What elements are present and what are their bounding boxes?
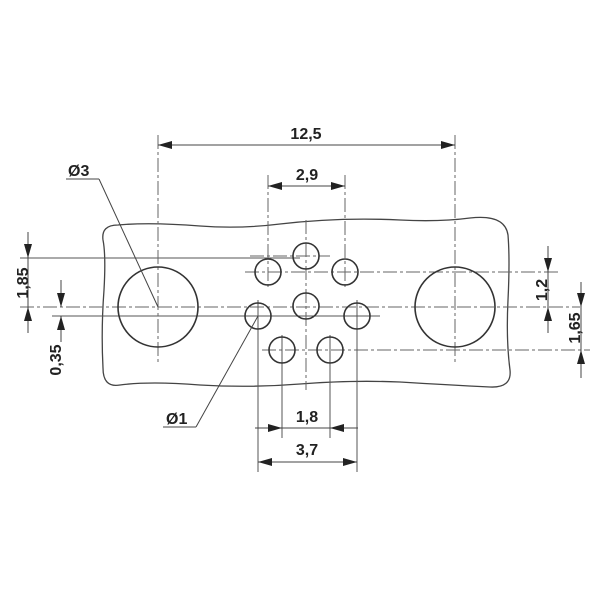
svg-text:2,9: 2,9 — [296, 167, 318, 184]
dimension-12-5: 12,5 — [158, 126, 455, 149]
large-hole-left — [117, 266, 199, 348]
svg-text:12,5: 12,5 — [290, 126, 321, 143]
panel-outline — [101, 216, 511, 388]
large-hole-right — [414, 266, 496, 348]
svg-text:Ø1: Ø1 — [166, 411, 187, 428]
callout-diameter-3: Ø3 — [66, 163, 159, 308]
svg-text:1,2: 1,2 — [534, 279, 551, 301]
svg-text:Ø3: Ø3 — [68, 163, 89, 180]
svg-text:1,85: 1,85 — [15, 267, 32, 298]
dimension-1-85: 1,85 — [15, 232, 32, 333]
horizontal-center-lines — [20, 255, 590, 351]
dimension-2-9: 2,9 — [268, 167, 345, 190]
callout-diameter-1: Ø1 — [163, 315, 259, 428]
svg-text:1,65: 1,65 — [567, 312, 584, 343]
dimension-1-65: 1,65 — [567, 282, 585, 378]
pin-hole — [292, 242, 320, 270]
svg-text:0,35: 0,35 — [48, 344, 65, 375]
svg-text:1,8: 1,8 — [296, 409, 318, 426]
dimension-1-8: 1,8 — [255, 409, 358, 432]
pin-hole — [343, 302, 371, 330]
dimension-0-35: 0,35 — [48, 280, 65, 376]
small-holes — [244, 242, 371, 364]
pin-hole — [292, 292, 320, 320]
svg-text:3,7: 3,7 — [296, 442, 318, 459]
pin-hole — [316, 336, 344, 364]
dimension-3-7: 3,7 — [258, 442, 357, 466]
pin-hole — [244, 302, 272, 330]
pin-hole — [331, 258, 359, 286]
dimension-1-2: 1,2 — [534, 246, 552, 333]
vertical-center-lines — [157, 135, 456, 472]
pin-hole — [268, 336, 296, 364]
pin-hole — [254, 258, 282, 286]
